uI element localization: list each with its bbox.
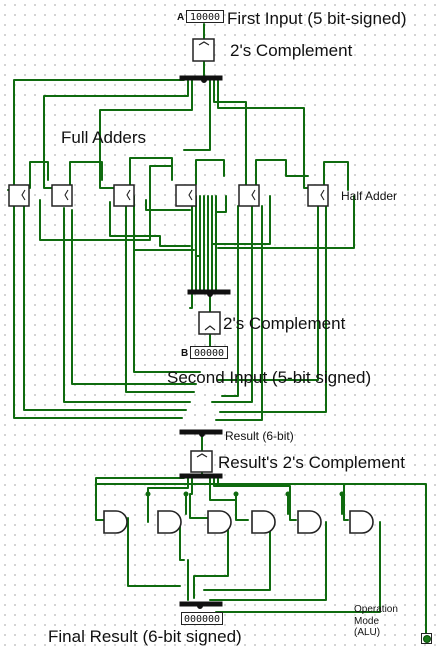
final-result-pin: 000000	[181, 612, 223, 625]
splitter-top	[179, 75, 223, 81]
final-result-label: Final Result (6-bit signed)	[48, 627, 242, 646]
and-gate-6	[349, 510, 374, 534]
half-adder-label: Half Adder	[341, 189, 398, 203]
twos-complement-block-middle	[198, 311, 221, 335]
operation-mode-line-2: Mode	[354, 615, 380, 627]
first-input-label: First Input (5 bit-signed)	[227, 9, 407, 28]
operation-mode-line-3: (ALU)	[354, 627, 381, 638]
and-gates	[103, 510, 374, 534]
full-adder-5	[238, 184, 260, 207]
input-a-label: A	[177, 12, 185, 23]
operation-mode-line-1: Operation	[354, 604, 398, 615]
result-twos-complement-label: Result's 2's Complement	[218, 453, 405, 472]
input-a-pin[interactable]: 10000	[186, 10, 224, 23]
twos-complement-middle-label: 2's Complement	[223, 314, 346, 333]
wires	[7, 23, 427, 635]
and-gate-2	[157, 510, 182, 534]
operation-mode-toggle[interactable]	[421, 633, 432, 644]
and-gate-4	[251, 510, 276, 534]
half-adder	[307, 184, 329, 207]
input-b-pin[interactable]: 00000	[190, 346, 228, 359]
adders	[8, 184, 329, 207]
full-adder-1	[8, 184, 30, 207]
twos-complement-block-result	[190, 450, 213, 473]
twos-complement-top-label: 2's Complement	[230, 41, 353, 60]
full-adder-4	[175, 184, 197, 207]
full-adder-2	[51, 184, 73, 207]
splitters	[179, 75, 231, 609]
twos-complement-block-top	[192, 38, 215, 62]
and-gate-1	[103, 510, 128, 534]
full-adder-3	[113, 184, 135, 207]
and-gate-5	[297, 510, 322, 534]
and-gate-3	[207, 510, 232, 534]
operation-mode-label: Operation Mode (ALU)	[354, 604, 398, 639]
operation-mode-indicator-icon	[423, 635, 431, 643]
splitter-after-complement	[179, 473, 223, 479]
input-b-label: B	[181, 348, 189, 359]
full-adders-label: Full Adders	[61, 128, 147, 147]
second-input-label: Second Input (5-bit signed)	[167, 368, 372, 387]
result-label: Result (6-bit)	[225, 429, 294, 443]
wire-junctions	[145, 491, 345, 497]
